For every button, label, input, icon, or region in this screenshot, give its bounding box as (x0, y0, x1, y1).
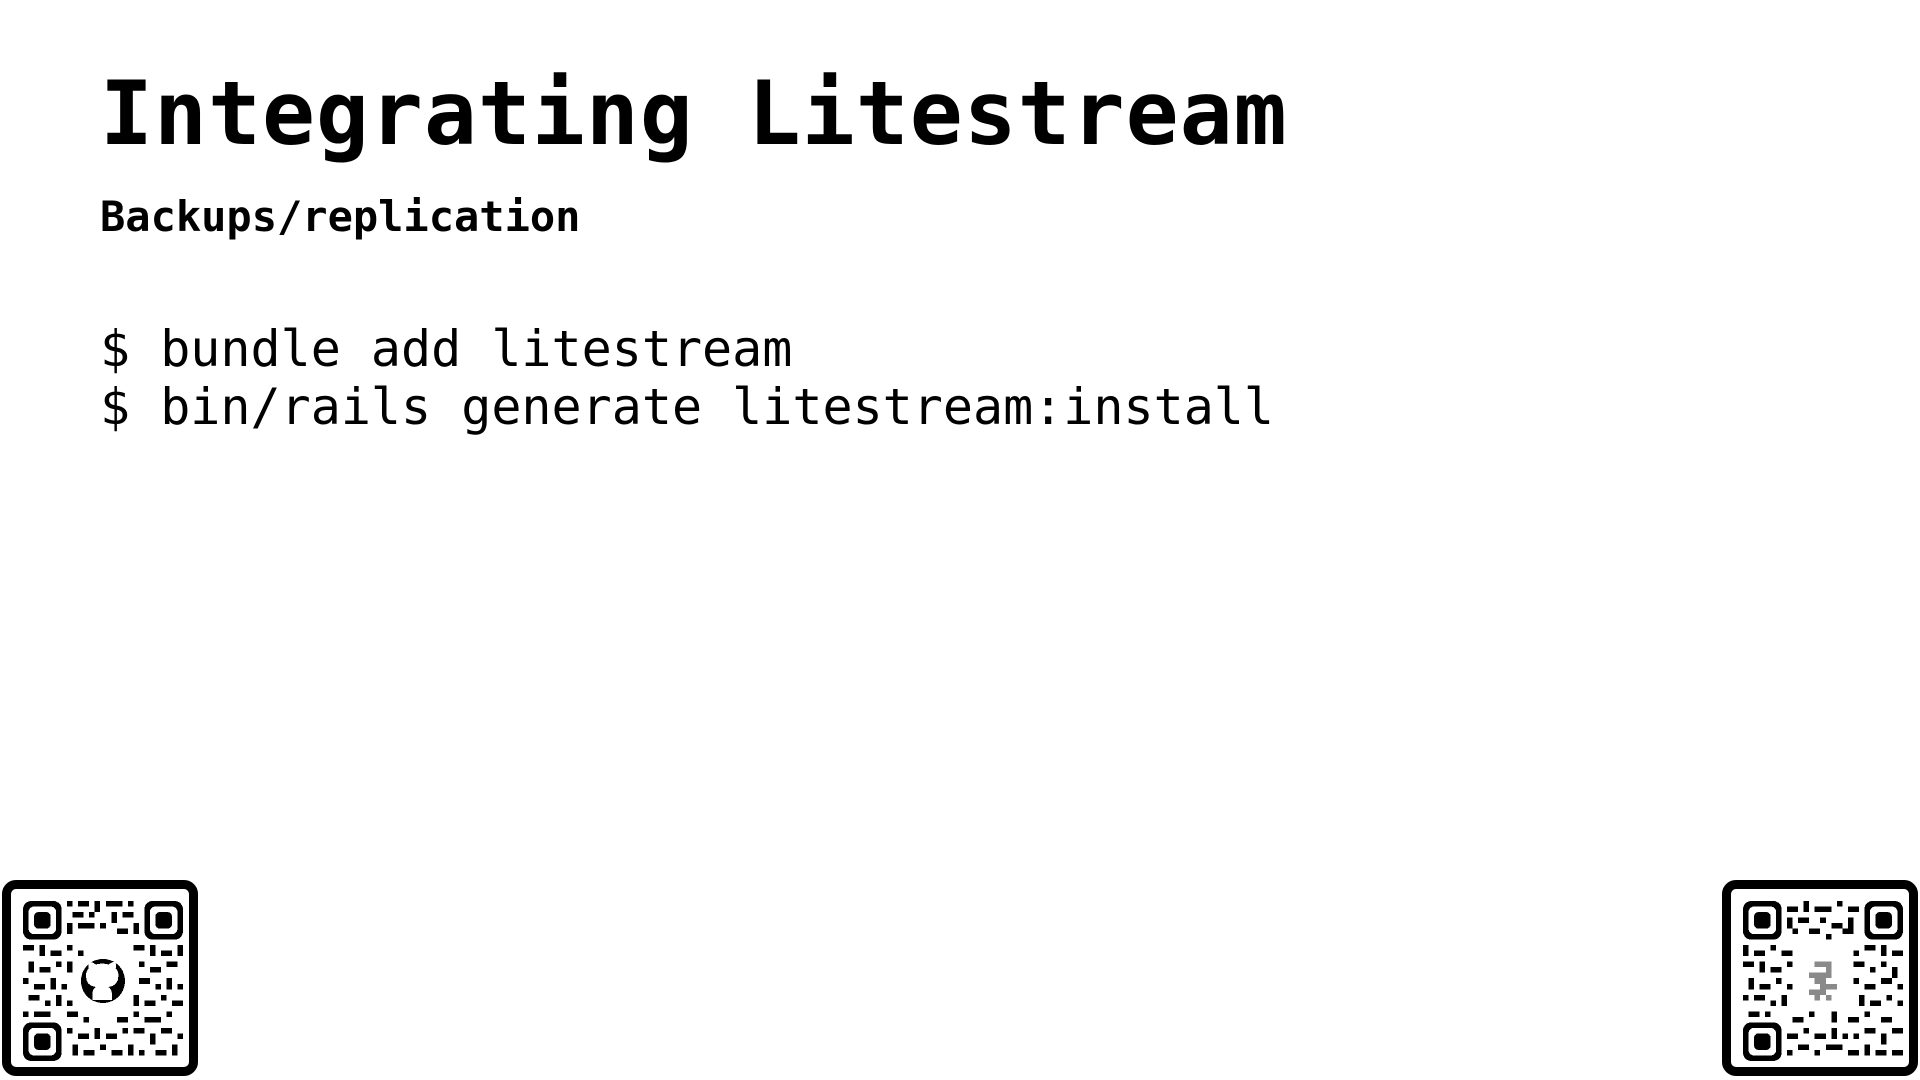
qr-code-icon (23, 901, 183, 1061)
command-line-bundle-add: $ bundle add litestream (100, 320, 793, 378)
github-icon (80, 958, 126, 1004)
litestream-qr-code[interactable] (1722, 880, 1918, 1076)
slide-subtitle: Backups/replication (100, 192, 581, 241)
slide-title: Integrating Litestream (100, 62, 1288, 165)
terminal-commands: $ bundle add litestream$ bin/rails gener… (100, 320, 1274, 436)
command-line-generate-install: $ bin/rails generate litestream:install (100, 378, 1274, 436)
qr-code-icon (1743, 901, 1903, 1061)
github-qr-code[interactable] (2, 880, 198, 1076)
dinosaur-icon (1809, 961, 1837, 1001)
